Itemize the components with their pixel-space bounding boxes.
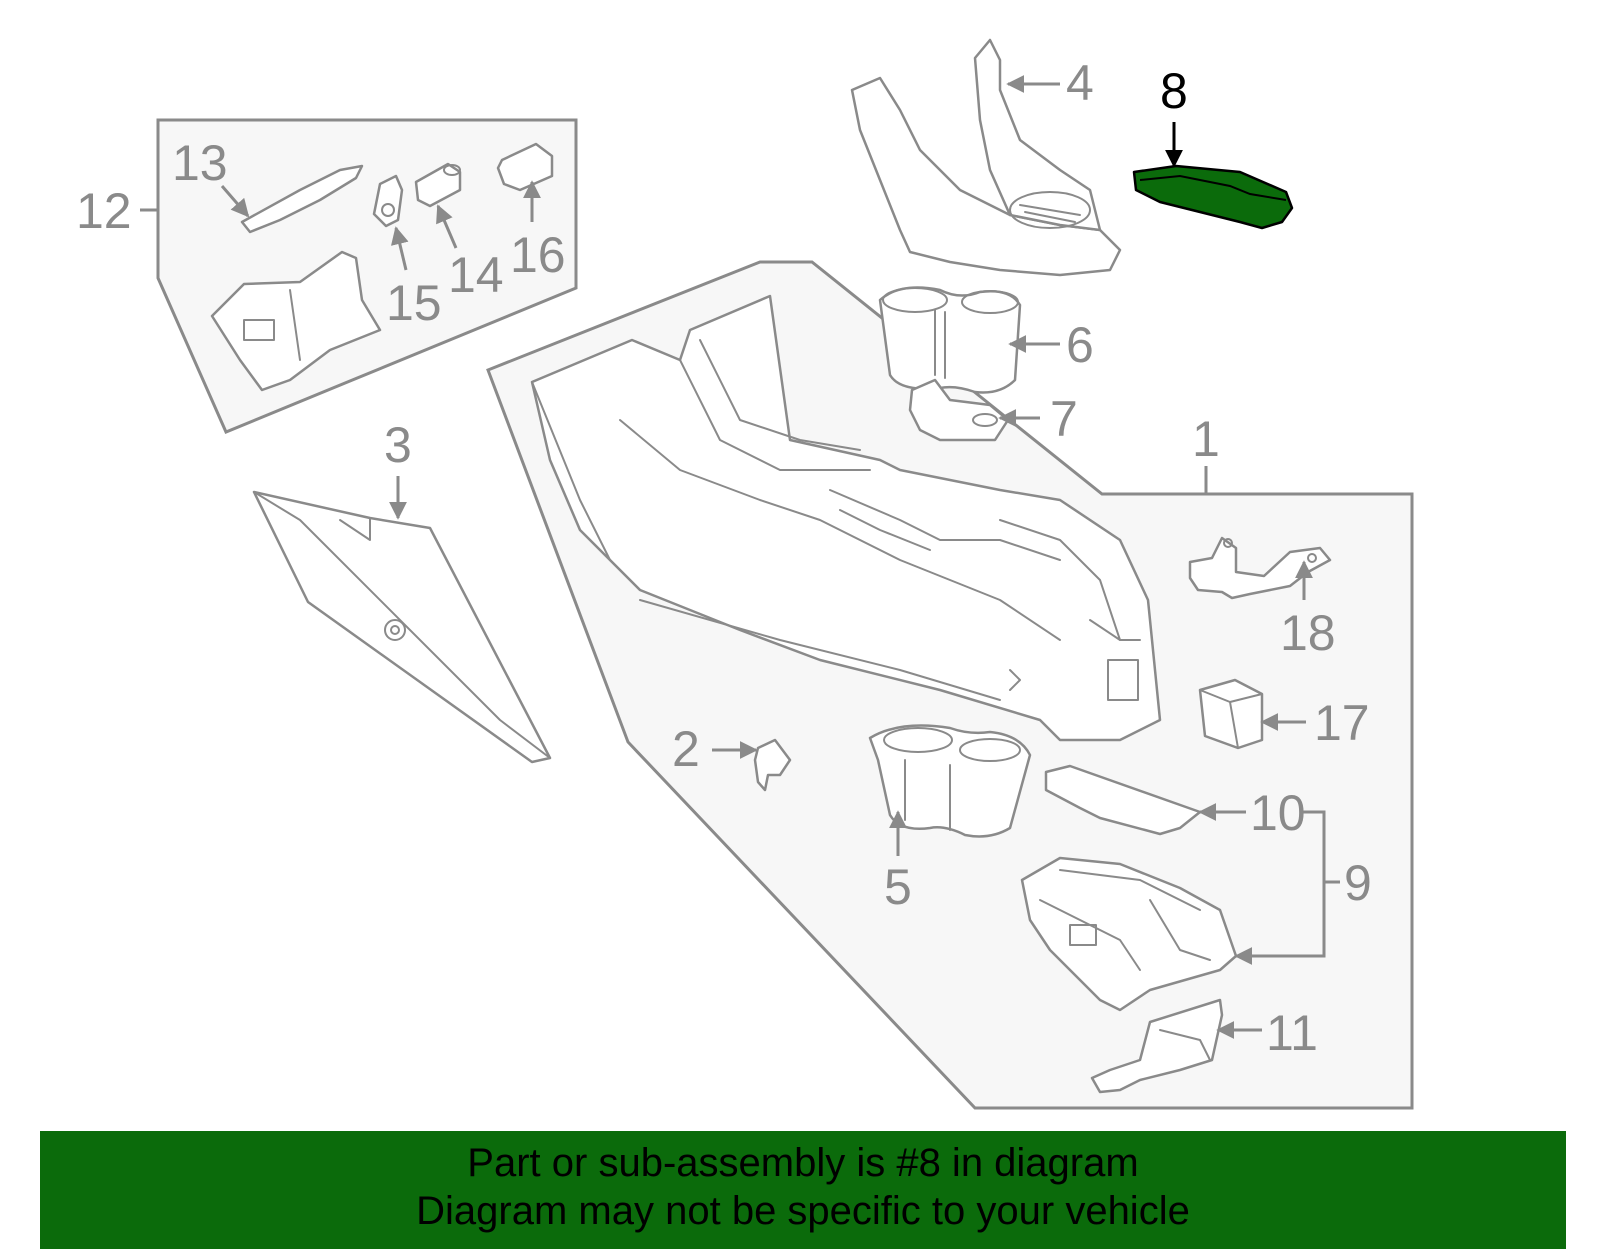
- part-5-cup-holder-lower[interactable]: [868, 724, 1032, 838]
- part-1-console-body[interactable]: [530, 294, 1162, 742]
- callout-7: 7: [1050, 391, 1078, 447]
- part-17-switch[interactable]: [1198, 678, 1264, 750]
- callout-5: 5: [884, 859, 912, 915]
- part-3-side-panel[interactable]: [252, 490, 552, 764]
- part-11-bracket[interactable]: [1090, 998, 1224, 1094]
- callout-6: 6: [1066, 317, 1094, 373]
- part-13-trim-strip[interactable]: [240, 164, 364, 234]
- callout-18: 18: [1280, 605, 1336, 661]
- part-18-wire-bracket[interactable]: [1188, 536, 1332, 600]
- callout-16: 16: [510, 227, 566, 283]
- part-2-clip[interactable]: [753, 738, 792, 792]
- part-15-small-part[interactable]: [372, 174, 404, 228]
- banner-line-1: Part or sub-assembly is #8 in diagram: [467, 1141, 1139, 1185]
- callout-1: 1: [1192, 411, 1220, 467]
- part-7-bracket[interactable]: [908, 378, 1010, 442]
- info-banner: Part or sub-assembly is #8 in diagram Di…: [40, 1131, 1566, 1249]
- callout-10: 10: [1250, 785, 1306, 841]
- callout-4: 4: [1066, 55, 1094, 111]
- callout-14: 14: [448, 247, 504, 303]
- callout-8: 8: [1160, 63, 1188, 119]
- callout-13: 13: [172, 135, 228, 191]
- part-4-trim-plate[interactable]: [850, 38, 1122, 277]
- callout-15: 15: [386, 275, 442, 331]
- callout-12: 12: [76, 183, 132, 239]
- callout-2: 2: [672, 721, 700, 777]
- part-10-mat[interactable]: [1044, 764, 1202, 836]
- callout-3: 3: [384, 417, 412, 473]
- leader-lines: [140, 75, 1340, 1039]
- callout-11: 11: [1266, 1005, 1318, 1061]
- group-12-housing[interactable]: [210, 250, 382, 392]
- callout-17: 17: [1314, 695, 1370, 751]
- part-14-knob[interactable]: [414, 162, 462, 208]
- part-9-storage-bin[interactable]: [1020, 856, 1238, 1012]
- banner-line-2: Diagram may not be specific to your vehi…: [416, 1189, 1190, 1233]
- part-8-highlighted[interactable]: [1132, 164, 1294, 230]
- callout-9: 9: [1344, 855, 1372, 911]
- part-6-cup-holder-upper[interactable]: [878, 286, 1022, 394]
